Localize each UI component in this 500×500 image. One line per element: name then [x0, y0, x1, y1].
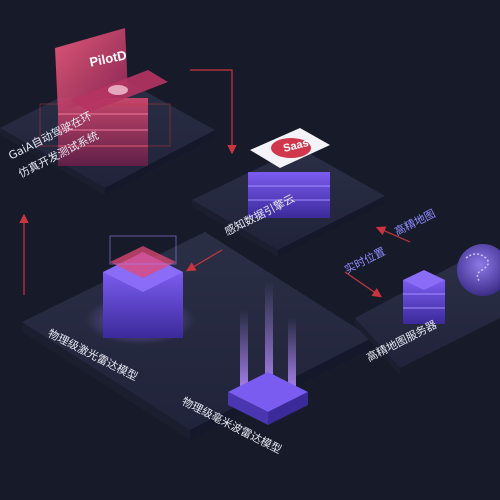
globe-icon: [457, 244, 500, 296]
saas-stack: [248, 128, 330, 218]
pilotd-screen: [55, 28, 168, 112]
arrow-gaia-to-perception: [190, 69, 237, 155]
gaia-stack: [39, 98, 171, 166]
hdmap-server-stack: [403, 270, 445, 324]
lidar-block: [85, 235, 195, 345]
arrow-realtime-position: [344, 271, 382, 298]
arrow-perception-to-lidar: [185, 249, 223, 272]
mmwave-block: [228, 282, 308, 425]
arrow-hdmap-to-perception: [375, 226, 411, 243]
